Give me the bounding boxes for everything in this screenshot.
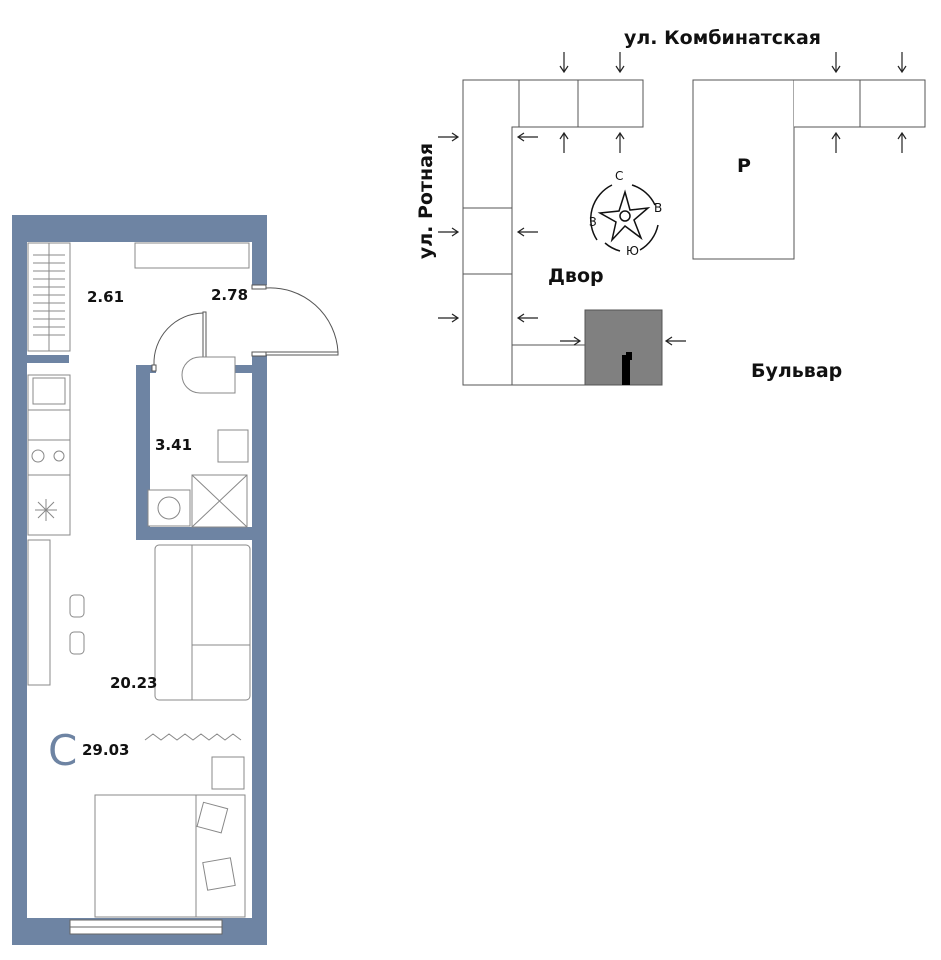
room-area-entry: 2.78 bbox=[211, 286, 249, 304]
entrance-arrows bbox=[438, 52, 907, 346]
walls bbox=[12, 215, 267, 945]
compass-west: З bbox=[589, 215, 597, 229]
room-area-bathroom: 3.41 bbox=[155, 436, 193, 454]
doors bbox=[151, 284, 339, 372]
furniture bbox=[27, 242, 251, 918]
compass-north: С bbox=[615, 169, 624, 183]
apartment-type: С bbox=[48, 726, 78, 775]
parking-label: Р bbox=[737, 155, 751, 177]
room-area-living: 20.23 bbox=[110, 674, 158, 692]
site-buildings bbox=[462, 79, 926, 386]
boulevard-label: Бульвар bbox=[751, 360, 843, 382]
street-top: ул. Комбинатская bbox=[624, 27, 821, 49]
room-area-hallway: 2.61 bbox=[87, 288, 125, 306]
total-area: 29.03 bbox=[82, 741, 130, 759]
compass-east: В bbox=[654, 201, 663, 215]
yard-label: Двор bbox=[548, 265, 604, 287]
compass-icon bbox=[590, 184, 659, 252]
compass-south: Ю bbox=[626, 244, 639, 258]
street-left: ул. Ротная bbox=[415, 142, 437, 260]
